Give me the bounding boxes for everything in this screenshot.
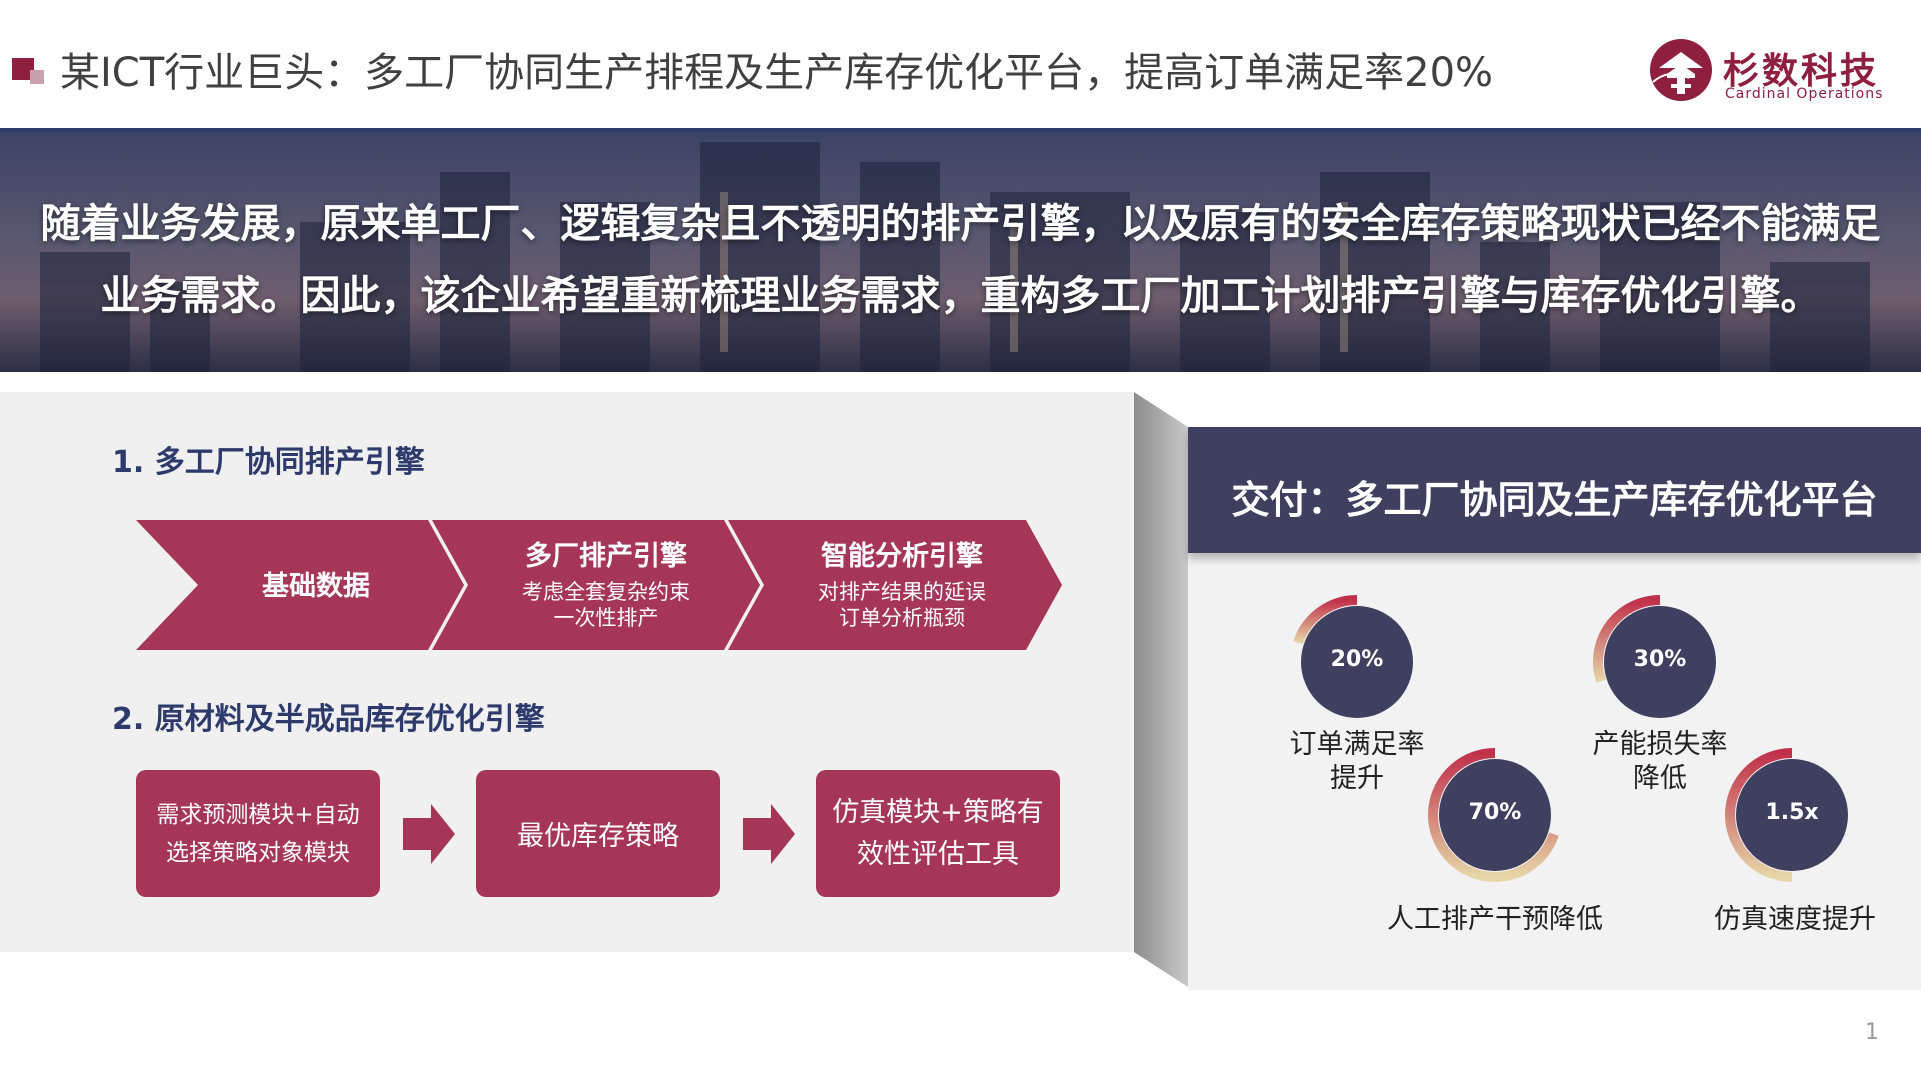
metric-disc	[1301, 606, 1413, 718]
title-mark-icon	[12, 58, 48, 88]
metric-progress-arc	[1293, 595, 1358, 645]
metric-label-line: 提升	[1330, 763, 1384, 794]
title-bar: 某ICT行业巨头：多工厂协同生产排程及生产库存优化平台，提高订单满足率20% 杉…	[0, 0, 1921, 132]
chevron-step-3-text: 智能分析引擎 对排产结果的延误 订单分析瓶颈	[772, 534, 1032, 631]
metric-disc	[1736, 759, 1848, 871]
step-title: 多厂排产引擎	[525, 541, 687, 572]
metric-ring	[1725, 748, 1848, 882]
metric-manual-intervention: 70%	[1425, 745, 1565, 885]
module-box-strategy: 最优库存策略	[476, 770, 720, 897]
metric-label-manual-intervention: 人工排产干预降低	[1370, 903, 1620, 937]
metric-ring	[1428, 748, 1559, 882]
box-line: 最优库存策略	[517, 821, 679, 852]
section2-title: 2. 原材料及半成品库存优化引擎	[112, 702, 545, 737]
logo-text-en: Cardinal Operations	[1725, 86, 1884, 102]
metric-disc	[1439, 759, 1551, 871]
logo-text-cn: 杉数科技	[1723, 51, 1880, 92]
chevron-step-1-text: 基础数据	[196, 564, 436, 603]
metric-disc	[1604, 606, 1716, 718]
metric-label-line: 订单满足率	[1289, 729, 1425, 760]
metric-value: 20%	[1330, 647, 1384, 672]
box-line: 仿真模块+策略有	[832, 796, 1044, 828]
metric-value: 70%	[1468, 800, 1522, 825]
step-desc: 对排产结果的延误	[818, 580, 986, 604]
metric-label-line: 降低	[1633, 763, 1687, 794]
chevron-step-3	[728, 520, 1062, 650]
chevron-process-flow: 基础数据 多厂排产引擎 考虑全套复杂约束 一次性排产 智能分析引擎 对排产结果的…	[136, 520, 1066, 650]
panel-fold	[1134, 392, 1188, 987]
metric-label-line: 人工排产干预降低	[1387, 904, 1603, 935]
metric-label-order-fill: 订单满足率 提升	[1277, 728, 1437, 796]
module-box-simulation: 仿真模块+策略有 效性评估工具	[816, 770, 1060, 897]
banner-text: 随着业务发展，原来单工厂、逻辑复杂且不透明的排产引擎，以及原有的安全库存策略现状…	[20, 188, 1901, 332]
metric-simulation-speed: 1.5x	[1722, 745, 1862, 885]
metric-progress-arc	[1428, 748, 1559, 882]
banner-line-1: 随着业务发展，原来单工厂、逻辑复杂且不透明的排产引擎，以及原有的安全库存策略现状…	[40, 201, 1881, 247]
metric-ring	[1593, 595, 1716, 718]
deliverable-title: 交付：多工厂协同及生产库存优化平台	[1231, 478, 1878, 522]
arrow-right-icon	[403, 804, 455, 864]
deliverable-header: 交付：多工厂协同及生产库存优化平台	[1188, 427, 1921, 553]
metric-progress-arc	[1725, 748, 1793, 882]
title-divider	[0, 128, 1921, 132]
chevron-step-1	[136, 520, 464, 650]
arrow-right-icon	[743, 804, 795, 864]
step-desc: 订单分析瓶颈	[839, 606, 965, 630]
metric-capacity-loss: 30%	[1590, 592, 1730, 732]
metric-order-fill: 20%	[1287, 592, 1427, 732]
box-line: 需求预测模块+自动	[156, 801, 360, 828]
step-title: 智能分析引擎	[821, 541, 983, 572]
section1-title: 1. 多工厂协同排产引擎	[112, 445, 425, 480]
box-line: 选择策略对象模块	[166, 839, 350, 866]
step-desc: 一次性排产	[553, 606, 659, 630]
banner: 随着业务发展，原来单工厂、逻辑复杂且不透明的排产引擎，以及原有的安全库存策略现状…	[0, 132, 1921, 372]
step-desc: 考虑全套复杂约束	[522, 580, 690, 604]
module-box-forecast: 需求预测模块+自动 选择策略对象模块	[136, 770, 380, 897]
chevron-shapes	[136, 520, 1062, 650]
metric-value: 30%	[1633, 647, 1687, 672]
metric-value: 1.5x	[1765, 800, 1819, 825]
metric-label-line: 产能损失率	[1592, 729, 1728, 760]
page-title: 某ICT行业巨头：多工厂协同生产排程及生产库存优化平台，提高订单满足率20%	[60, 50, 1494, 96]
metric-label-simulation-speed: 仿真速度提升	[1690, 903, 1900, 937]
metric-label-capacity-loss: 产能损失率 降低	[1580, 728, 1740, 796]
step-title: 基础数据	[262, 571, 370, 602]
metric-ring	[1293, 595, 1413, 718]
metric-progress-arc	[1593, 595, 1661, 683]
chevron-step-2-text: 多厂排产引擎 考虑全套复杂约束 一次性排产	[476, 534, 736, 631]
box-line: 效性评估工具	[857, 838, 1019, 870]
page-number: 1	[1865, 1020, 1879, 1045]
chevron-step-2	[432, 520, 760, 650]
metric-label-line: 仿真速度提升	[1714, 904, 1876, 935]
company-logo: 杉数科技 Cardinal Operations	[1649, 38, 1882, 108]
logo-mark-icon	[1650, 39, 1712, 101]
banner-line-2: 业务需求。因此，该企业希望重新梳理业务需求，重构多工厂加工计划排产引擎与库存优化…	[100, 273, 1821, 319]
